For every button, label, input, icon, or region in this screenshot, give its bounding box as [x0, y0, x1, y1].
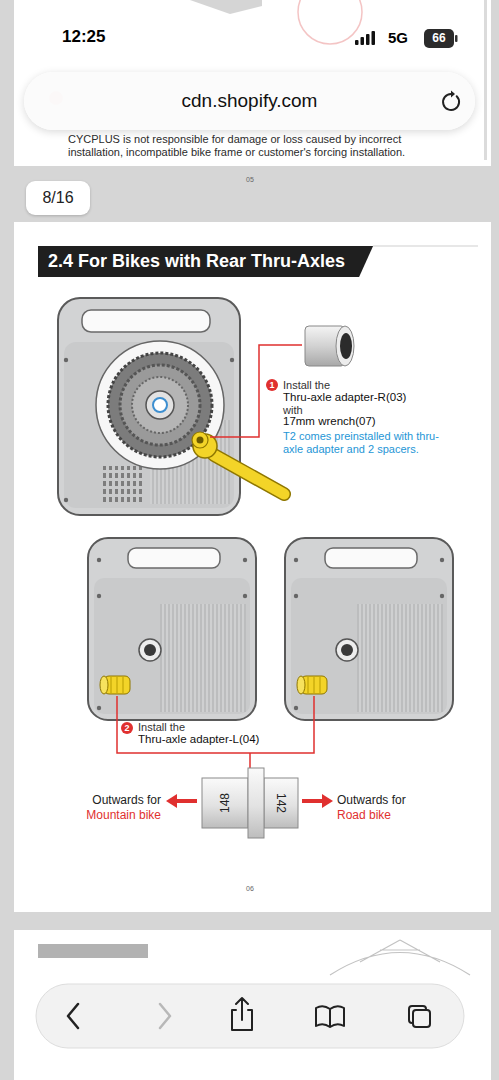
node-text: 2: [124, 723, 129, 733]
callout-text: with: [283, 404, 303, 417]
faded-page-content: [38, 940, 470, 975]
direction-arrow: [302, 799, 324, 803]
page-sheet: [14, 0, 491, 166]
adapter-drawing: [202, 778, 248, 828]
cassette: [108, 353, 212, 457]
status-time: 12:25: [62, 27, 105, 47]
trainer-housing: [82, 310, 210, 332]
signal-bars: [372, 31, 376, 45]
thru-axle-adapter: [336, 326, 354, 366]
signal-bars: [355, 40, 359, 45]
battery-indicator: 66: [424, 29, 454, 48]
adapter-drawing: [248, 768, 264, 838]
faded-page-content: [298, 0, 362, 44]
illustration: [88, 538, 256, 720]
faded-page-content: [38, 944, 148, 958]
page-sheet: [14, 0, 491, 1080]
page-number: 06: [246, 885, 254, 893]
bike-type: Road bike: [337, 808, 391, 822]
leader-line: [117, 696, 314, 768]
note-text: T2 comes preinstalled with thru-axle ada…: [283, 430, 449, 456]
direction-text: Outwards for: [92, 793, 161, 807]
signal-bars: [355, 31, 375, 45]
thru-axle-adapter: [340, 333, 352, 359]
thru-axle-adapter: [305, 326, 354, 366]
node-text: 8/16: [42, 189, 73, 207]
signal-bars: [361, 37, 365, 45]
direction-arrow: [175, 799, 197, 803]
browser-toolbar: [36, 984, 464, 1048]
faded-page-content: [484, 0, 487, 160]
browser-toolbar: [68, 1004, 78, 1028]
wrench: [214, 455, 284, 494]
battery-nub: [455, 35, 458, 42]
browser-toolbar: [316, 1006, 344, 1027]
browser-toolbar: [232, 998, 252, 1030]
address-bar: cdn.shopify.com: [24, 72, 475, 130]
adapter-drawing: [264, 778, 298, 828]
trainer-housing: [230, 358, 234, 362]
trainer-housing: [64, 358, 68, 362]
page-indicator: 8/16: [26, 181, 90, 215]
tool-name: 17mm wrench(07): [283, 415, 376, 428]
trainer-housing: [100, 466, 142, 502]
thru-axle-adapter: [197, 437, 204, 444]
cassette: [96, 341, 224, 469]
cassette: [146, 391, 174, 419]
title-rule: [373, 246, 478, 247]
cassette: [120, 365, 200, 445]
part-name: Thru-axle adapter-R(03): [283, 391, 406, 404]
node-text: 1: [269, 380, 274, 390]
cassette: [96, 341, 224, 469]
trainer-housing: [58, 298, 240, 515]
callout-text: Install the: [283, 379, 330, 392]
direction-text: Outwards for: [337, 793, 406, 807]
section-title: 2.4 For Bikes with Rear Thru-Axles: [48, 251, 345, 272]
title-banner: [38, 246, 373, 277]
page-sheet: [14, 930, 491, 1080]
browser-toolbar: [413, 1010, 430, 1027]
illustration: [285, 538, 453, 720]
faded-page-content: [190, 0, 262, 14]
network-type: 5G: [388, 29, 408, 46]
adapter-drawing: [202, 768, 298, 838]
signal-bars: [366, 34, 370, 45]
callout-text: Install the: [138, 721, 185, 734]
wrench: [214, 455, 284, 494]
dimension-label: 148: [218, 793, 232, 813]
direction-arrow: [166, 794, 333, 808]
faded-page-content: [330, 940, 470, 975]
trainer-housing: [64, 498, 68, 502]
trainer-housing: [64, 342, 234, 508]
dimension-label: 142: [274, 793, 288, 813]
page-sheet: [14, 222, 491, 912]
node-text: cdn.shopify.com: [182, 90, 318, 112]
thru-axle-adapter: [192, 432, 208, 448]
direction-arrow: [166, 794, 177, 808]
browser-toolbar: [36, 984, 464, 1048]
browser-toolbar: [160, 1004, 170, 1028]
disclaimer-note: CYCPLUS is not responsible for damage or…: [68, 133, 440, 159]
cassette: [153, 398, 167, 412]
callout-number: 1: [266, 379, 278, 391]
trainer-housing: [58, 298, 240, 515]
direction-arrow: [322, 794, 333, 808]
cassette: [132, 377, 188, 433]
thru-axle-adapter: [192, 432, 208, 448]
part-name: Thru-axle adapter-L(04): [138, 733, 259, 746]
page-number: 05: [246, 176, 254, 184]
callout-number: 2: [121, 722, 133, 734]
node-text: 66: [432, 32, 445, 46]
bike-type: Mountain bike: [86, 808, 161, 822]
